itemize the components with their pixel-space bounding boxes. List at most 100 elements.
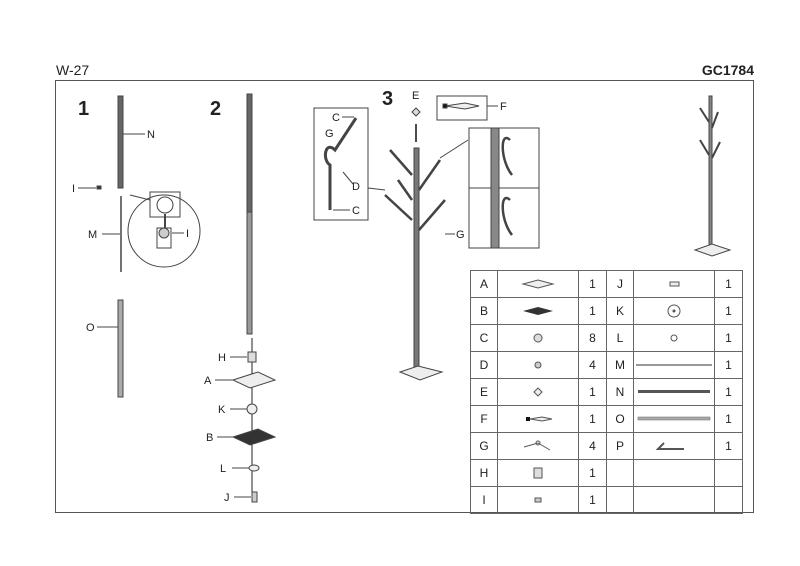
part-image (633, 270, 715, 298)
hook-detail (313, 107, 369, 221)
part-quantity: 8 (578, 324, 607, 352)
step-2-number: 2 (210, 98, 221, 120)
part-quantity: 4 (578, 432, 607, 460)
part-quantity: 1 (714, 297, 743, 325)
label-b: B (206, 432, 213, 444)
part-id: L (606, 324, 634, 352)
label-d: D (352, 181, 360, 193)
finished-rack (708, 95, 713, 247)
instruction-frame (55, 80, 754, 513)
pin-icon (534, 497, 542, 503)
step-3-number: 3 (382, 88, 393, 110)
empty-cell (606, 459, 634, 487)
part-quantity: 1 (714, 270, 743, 298)
bolt-icon (669, 281, 680, 287)
part-image (633, 378, 715, 406)
part-id: J (606, 270, 634, 298)
dark-base-plate-icon (523, 307, 553, 315)
part-image (497, 270, 579, 298)
part-id: C (470, 324, 498, 352)
coat-rack-pole (413, 147, 420, 369)
empty-cell (606, 486, 634, 514)
part-quantity: 1 (578, 378, 607, 406)
label-h: H (218, 352, 226, 364)
label-k: K (218, 404, 226, 416)
part-quantity: 1 (578, 297, 607, 325)
part-image (633, 324, 715, 352)
part-id: I (470, 486, 498, 514)
part-quantity: 1 (714, 351, 743, 379)
label-n: N (147, 129, 155, 141)
label-m: M (88, 229, 97, 241)
label-i-detail: I (186, 228, 189, 240)
part-quantity: 4 (578, 351, 607, 379)
label-l: L (220, 463, 226, 475)
label-a: A (204, 375, 212, 387)
empty-cell (633, 459, 715, 487)
base-b (231, 428, 277, 446)
part-image (497, 351, 579, 379)
part-id: D (470, 351, 498, 379)
hook-icon (523, 440, 551, 451)
part-quantity: 1 (578, 459, 607, 487)
part-id: M (606, 351, 634, 379)
small-washer-icon (670, 334, 678, 342)
top-cap-icon (533, 387, 543, 397)
label-j: J (224, 492, 230, 504)
label-g: G (456, 229, 465, 241)
label-e: E (412, 90, 419, 102)
cap-icon (533, 333, 543, 343)
label-g-detail: G (325, 128, 334, 140)
label-i: I (72, 183, 75, 195)
pole-icon (637, 416, 711, 421)
part-image (633, 405, 715, 433)
part-image (497, 486, 579, 514)
part-image (633, 432, 715, 460)
part-image (633, 297, 715, 325)
part-image (497, 405, 579, 433)
dark-pole-icon (638, 390, 710, 393)
part-quantity: 1 (714, 405, 743, 433)
part-id: E (470, 378, 498, 406)
base-plate-icon (521, 279, 555, 289)
thin-rod-icon (636, 364, 712, 366)
part-id: O (606, 405, 634, 433)
empty-cell (714, 459, 743, 487)
part-image (497, 324, 579, 352)
part-quantity: 1 (714, 432, 743, 460)
small-cap-icon (534, 361, 542, 369)
part-image (633, 351, 715, 379)
part-image (497, 432, 579, 460)
label-c: C (332, 112, 340, 124)
label-o: O (86, 322, 95, 334)
empty-cell (714, 486, 743, 514)
product-code: GC1784 (701, 62, 754, 78)
part-id: G (470, 432, 498, 460)
part-id: N (606, 378, 634, 406)
pole-n (117, 95, 124, 189)
step-1-number: 1 (78, 98, 89, 120)
label-c-bottom: C (352, 205, 360, 217)
label-f: F (500, 101, 507, 113)
part-quantity: 1 (578, 270, 607, 298)
part-id: P (606, 432, 634, 460)
part-id: F (470, 405, 498, 433)
part-quantity: 1 (714, 378, 743, 406)
part-id: B (470, 297, 498, 325)
part-id: A (470, 270, 498, 298)
part-quantity: 1 (578, 486, 607, 514)
part-quantity: 1 (578, 405, 607, 433)
large-washer-icon (667, 304, 681, 318)
zoom-detail-bottom (468, 187, 540, 249)
part-id: K (606, 297, 634, 325)
